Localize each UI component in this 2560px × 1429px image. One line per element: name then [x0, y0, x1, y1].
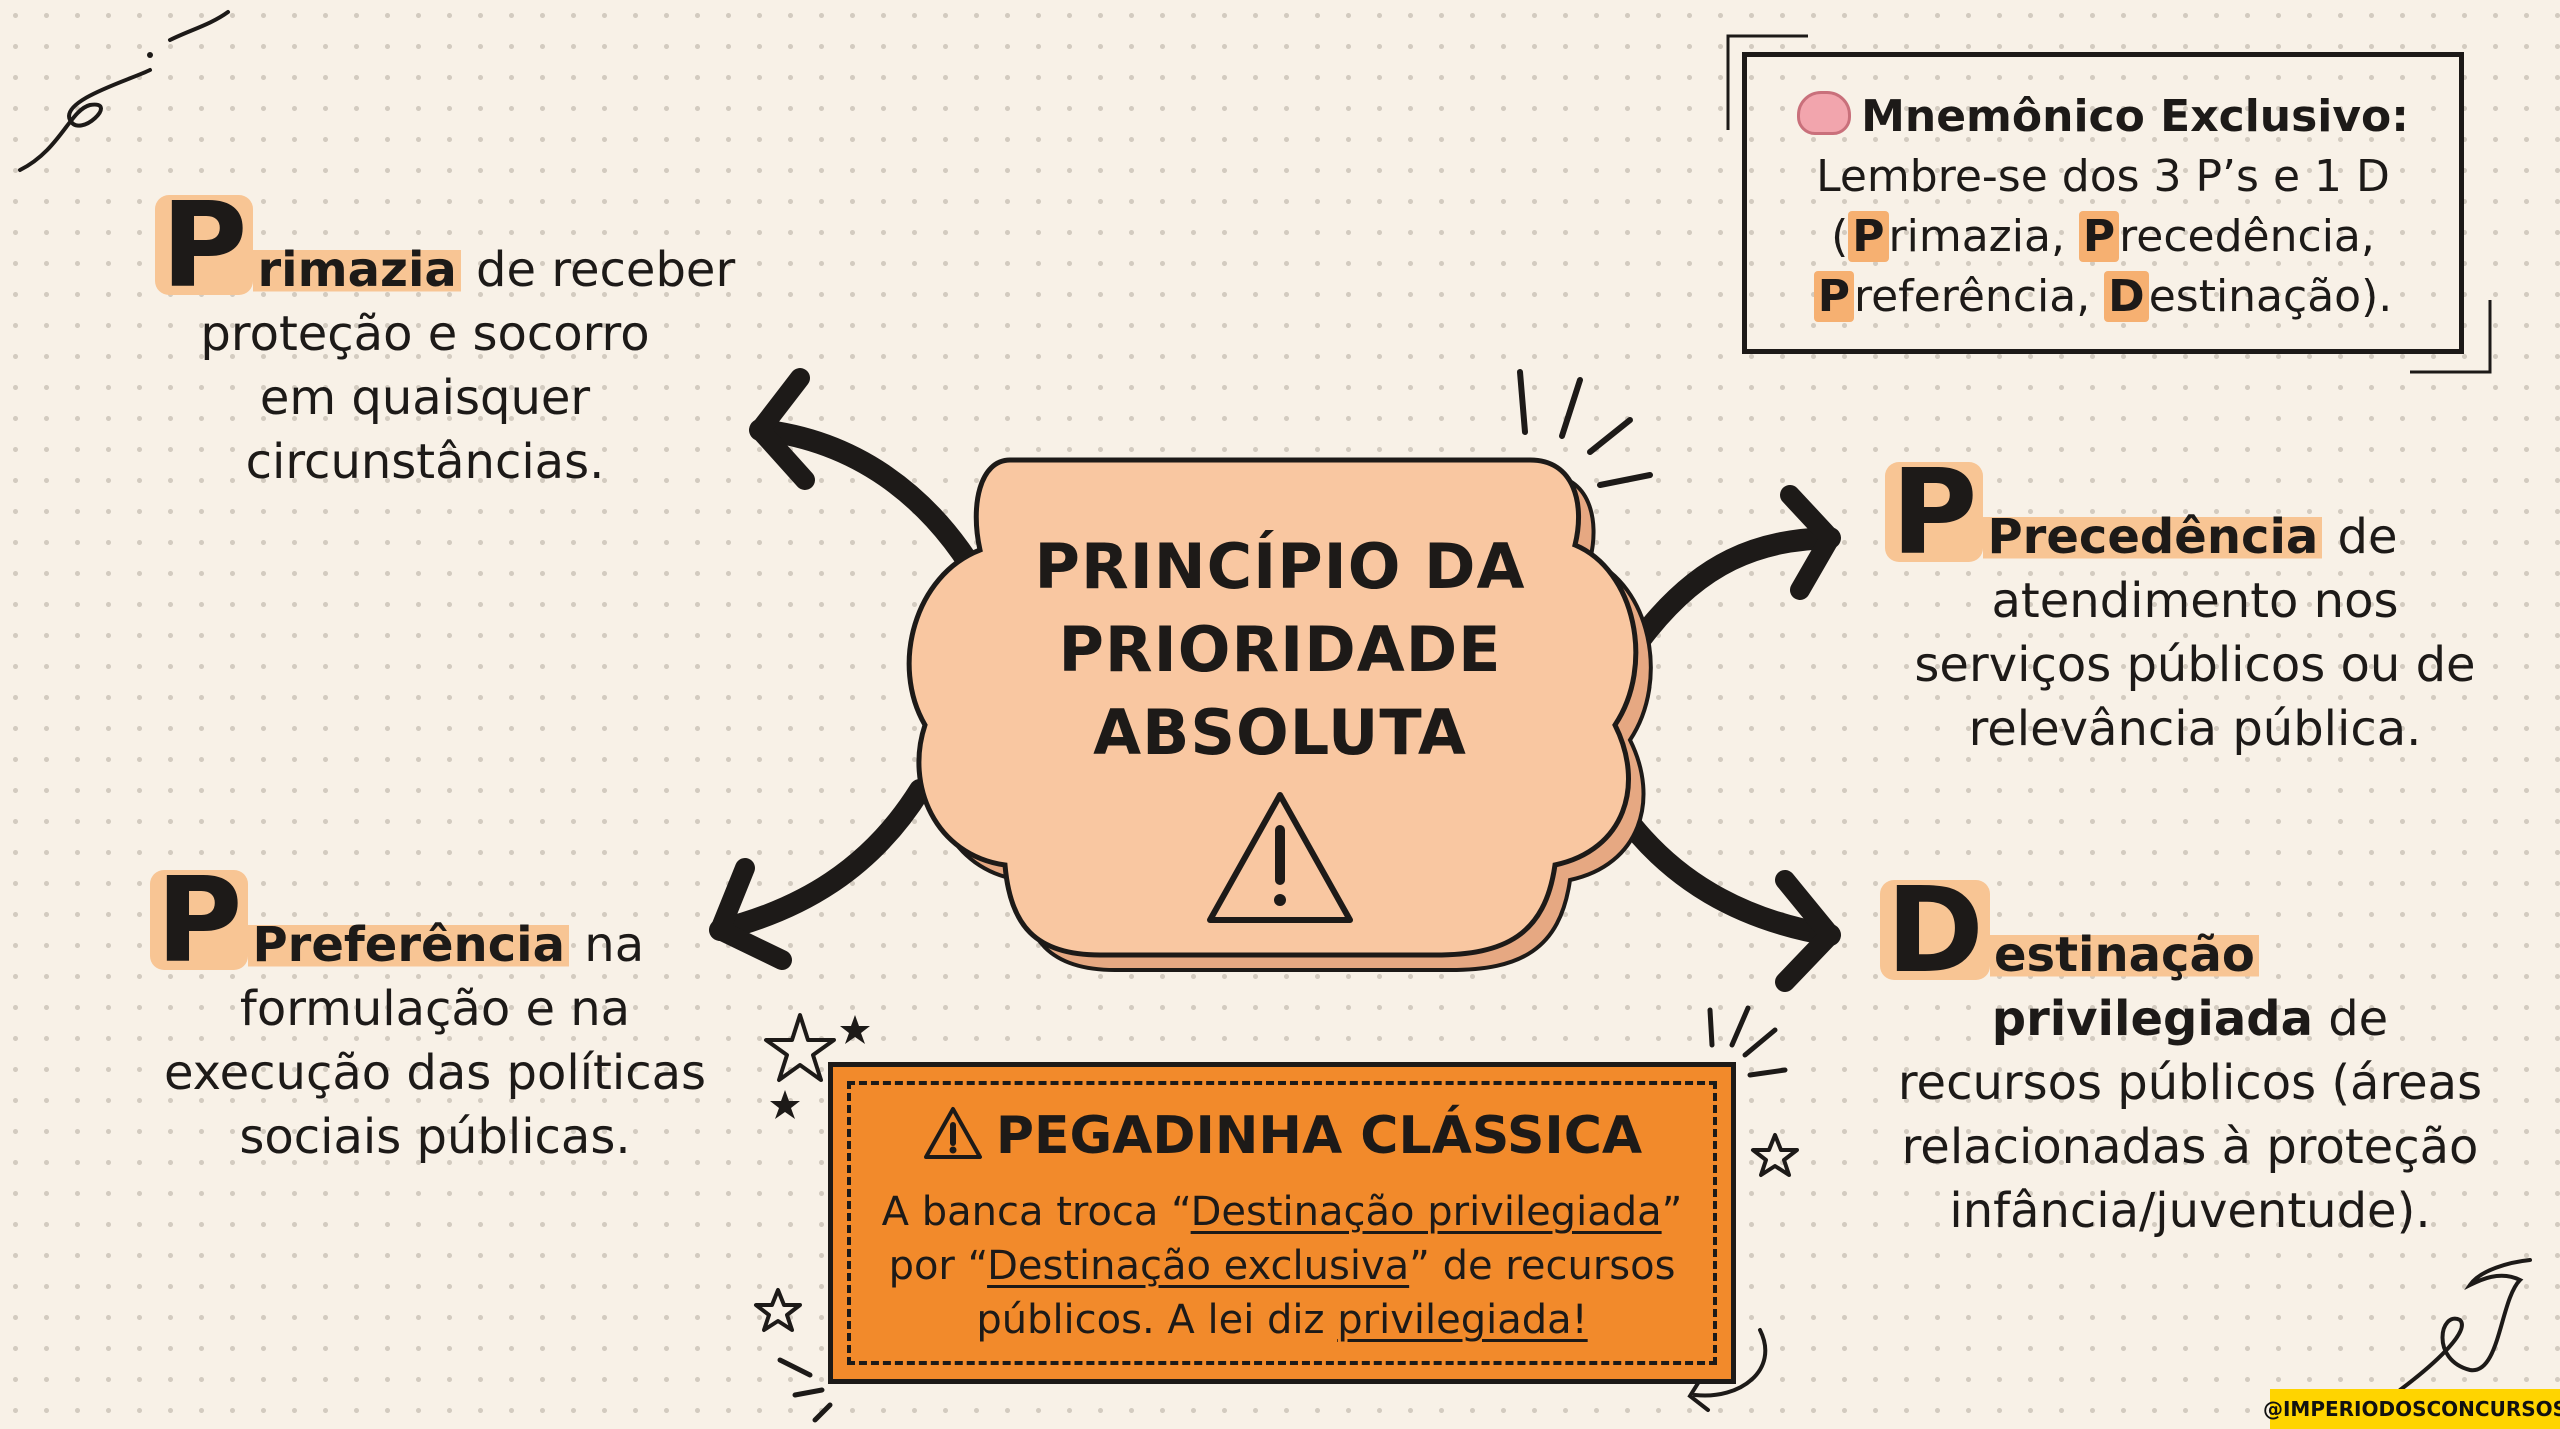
- trap-title-row: PEGADINHA CLÁSSICA: [833, 1105, 1731, 1166]
- sketch-line: [1726, 34, 1808, 130]
- curly-arrow-doodle: [1693, 1328, 1768, 1398]
- trap-line-3: públicos. A lei diz privilegiada!: [976, 1297, 1588, 1343]
- precedencia-initial: P: [1885, 453, 1984, 571]
- trap-title: PEGADINHA CLÁSSICA: [995, 1106, 1643, 1166]
- primazia-line-3: em quaisquer: [259, 370, 591, 426]
- precedencia-line-4: relevância pública.: [1968, 701, 2422, 757]
- watermark-badge: @IMPERIODOSCONCURSOS: [2263, 1389, 2560, 1429]
- mnemonic-letter-p1: P: [1848, 211, 1889, 262]
- squiggle-doodle: [168, 10, 230, 42]
- center-shape: [906, 457, 1639, 958]
- primazia-line-2: proteção e socorro: [200, 306, 650, 362]
- mnemonic-line-3: Preferência, Destinação).: [1747, 267, 2459, 327]
- arrow-to-preferencia: [709, 779, 931, 970]
- warning-icon: [1207, 792, 1353, 923]
- warning-icon: [923, 1107, 982, 1159]
- precedencia-line-3: serviços públicos ou de: [1914, 637, 2476, 693]
- preferencia-line-3: execução das políticas: [163, 1045, 706, 1101]
- mnemonic-box: Mnemônico Exclusivo: Lembre-se dos 3 P’s…: [1742, 52, 2464, 354]
- precedencia-keyword: Precedência: [1983, 509, 2323, 565]
- mnemonic-title-row: Mnemônico Exclusivo:: [1747, 87, 2459, 147]
- squiggle-doodle: [18, 68, 152, 172]
- squiggle-doodle: [2398, 1258, 2532, 1392]
- primazia-line-4: circunstâncias.: [245, 434, 605, 490]
- mnemonic-line-1: Lembre-se dos 3 P’s e 1 D: [1816, 151, 2390, 202]
- arrow-to-precedencia: [1629, 485, 1841, 651]
- curly-arrow-head: [1687, 1378, 1710, 1412]
- destinacao-line-2: privilegiada de: [1991, 991, 2389, 1047]
- trap-box-dashed-border: [847, 1081, 1717, 1365]
- primazia-initial: P: [155, 186, 254, 304]
- star-doodle: [754, 1013, 1799, 1332]
- destinacao-line-5: infância/juventude).: [1949, 1183, 2431, 1239]
- brain-icon: [1797, 91, 1852, 135]
- trap-line-2: por “Destinação exclusiva” de recursos: [888, 1243, 1676, 1289]
- arrow-to-destinacao: [1609, 799, 1841, 992]
- mnemonic-letter-p2: P: [2078, 211, 2120, 262]
- precedencia-tail: de: [2322, 509, 2398, 565]
- destinacao-line-3: recursos públicos (áreas: [1897, 1055, 2483, 1111]
- preferencia-keyword: Preferência: [248, 917, 570, 973]
- mnemonic-line-2: (Primazia, Precedência,: [1831, 211, 2375, 262]
- star-doodle: [770, 1015, 870, 1119]
- precedencia-line-2: atendimento nos: [1991, 573, 2399, 629]
- mnemonic-title: Mnemônico Exclusivo:: [1861, 91, 2409, 142]
- destinacao-keyword: estinação: [1989, 927, 2259, 983]
- trap-body: A banca troca “Destinação privilegiada” …: [833, 1185, 1731, 1347]
- trap-box: PEGADINHA CLÁSSICA A banca troca “Destin…: [828, 1062, 1736, 1384]
- center-title-line-2: PRIORIDADE: [1058, 613, 1502, 686]
- preferencia-line-2: formulação e na: [239, 981, 631, 1037]
- burst-doodle: [777, 1005, 1788, 1423]
- center-title-line-3: ABSOLUTA: [1093, 696, 1467, 769]
- trap-line-1: A banca troca “Destinação privilegiada”: [881, 1189, 1683, 1235]
- primazia-keyword: rimazia: [253, 242, 461, 298]
- center-title: PRINCÍPIO DA PRIORIDADE ABSOLUTA: [1030, 525, 1530, 774]
- destinacao-line-4: relacionadas à proteção: [1901, 1119, 2479, 1175]
- primazia-tail: de receber: [460, 242, 736, 298]
- sketch-line: [2410, 300, 2492, 374]
- preferencia-tail: na: [569, 917, 645, 973]
- dot-doodle: [147, 52, 153, 58]
- mnemonic-letter-p3: P: [1813, 271, 1854, 322]
- destinacao-initial: D: [1880, 871, 1990, 989]
- arrow-to-primazia: [749, 368, 996, 601]
- mnemonic-letter-d: D: [2104, 271, 2149, 322]
- burst-doodle: [1517, 369, 1653, 488]
- preferencia-line-4: sociais públicas.: [239, 1109, 631, 1165]
- preferencia-initial: P: [150, 861, 249, 979]
- center-title-line-1: PRINCÍPIO DA: [1034, 530, 1526, 603]
